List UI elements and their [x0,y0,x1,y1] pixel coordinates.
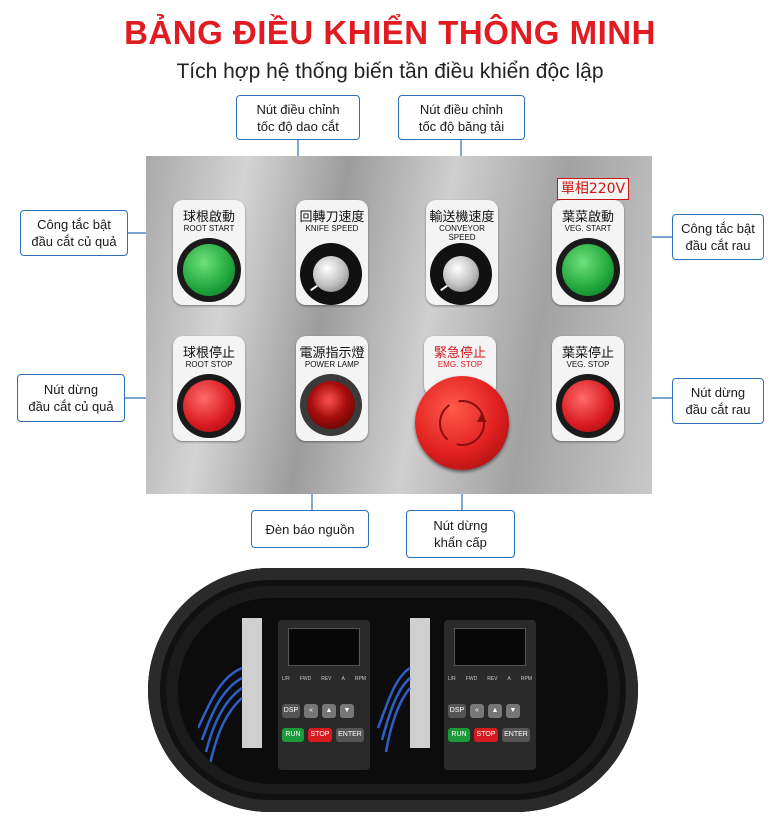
inverter-left: L/R FWD REV A RPM DSP « ▲ ▼ RUN STOP ENT… [278,620,370,770]
veg-stop-label-en: VEG. STOP [566,360,610,369]
callout-veg-stop-text: Nút dừng đầu cắt rau [685,385,751,417]
run-key[interactable]: RUN [282,728,304,742]
led-label: RPM [520,676,532,682]
callout-root-stop: Nút dừng đầu cắt củ quả [17,374,125,422]
up-key-icon[interactable]: ▲ [322,704,336,718]
veg-start-label-en: VEG. START [564,224,612,233]
knife-speed-knob[interactable] [300,243,362,305]
emg-stop-label-en: EMG. STOP [437,360,483,369]
root-stop-label-en: ROOT STOP [185,360,233,369]
run-key[interactable]: RUN [448,728,470,742]
root-stop-label-zh: 球根停止 [182,346,235,361]
led-label: REV [487,676,498,682]
inverter-right-display [454,628,526,666]
stop-key[interactable]: STOP [308,728,332,742]
stop-key[interactable]: STOP [474,728,498,742]
callout-knife-speed: Nút điều chỉnh tốc độ dao cắt [236,95,360,140]
callout-emg-stop-text: Nút dừng khẩn cấp [433,518,488,550]
inverter-right: L/R FWD REV A RPM DSP « ▲ ▼ RUN STOP ENT… [444,620,536,770]
back-key-icon[interactable]: « [304,704,318,718]
page-subtitle: Tích hợp hệ thống biến tần điều khiển độ… [176,60,604,83]
callout-veg-start: Công tắc bật đầu cắt rau [672,214,764,260]
inverter-right-leds: L/R FWD REV A RPM [448,676,532,682]
led-label: REV [321,676,332,682]
root-stop-button[interactable] [177,374,241,438]
down-key-icon[interactable]: ▼ [506,704,520,718]
wiring-right [376,666,411,753]
conveyor-speed-label-en: CONVEYOR SPEED [439,224,485,242]
callout-veg-stop: Nút dừng đầu cắt rau [672,378,764,424]
veg-stop-label-zh: 葉菜停止 [561,346,614,361]
dsp-key[interactable]: DSP [282,704,300,718]
inverter-window: L/R FWD REV A RPM DSP « ▲ ▼ RUN STOP ENT… [178,598,608,784]
emg-stop-label-zh: 緊急停止 [433,346,486,361]
led-label: FWD [465,676,478,682]
terminal-strip-right [410,618,430,748]
conveyor-speed-label-zh: 輸送機速度 [429,210,495,225]
rotate-arrow-icon [439,400,487,446]
callout-power-lamp: Đèn báo nguồn [251,510,369,548]
callout-root-stop-text: Nút dừng đầu cắt củ quả [28,382,114,414]
veg-stop-button[interactable] [556,374,620,438]
led-label: RPM [354,676,366,682]
inverter-left-leds: L/R FWD REV A RPM [282,676,366,682]
callout-power-lamp-text: Đèn báo nguồn [265,521,355,537]
callout-veg-start-text: Công tắc bật đầu cắt rau [681,221,755,253]
led-label: A [341,676,345,682]
terminal-strip-left [242,618,262,748]
veg-start-button[interactable] [556,238,620,302]
wiring-left [198,666,243,765]
back-key-icon[interactable]: « [470,704,484,718]
down-key-icon[interactable]: ▼ [340,704,354,718]
inverter-left-display [288,628,360,666]
root-start-button[interactable] [177,238,241,302]
power-lamp-indicator [300,374,362,436]
up-key-icon[interactable]: ▲ [488,704,502,718]
led-label: A [507,676,511,682]
power-lamp-label-en: POWER LAMP [304,360,360,369]
led-label: L/R [282,676,290,682]
led-label: FWD [299,676,312,682]
veg-start-label-zh: 葉菜啟動 [561,210,614,225]
power-lamp-label-zh: 電源指示燈 [299,346,365,361]
callout-conveyor-speed: Nút điều chỉnh tốc độ băng tải [398,95,525,140]
led-label: L/R [448,676,456,682]
conveyor-speed-knob[interactable] [430,243,492,305]
enter-key[interactable]: ENTER [336,728,364,742]
callout-conveyor-speed-text: Nút điều chỉnh tốc độ băng tải [418,101,505,134]
emergency-stop-button[interactable] [415,376,509,470]
knife-speed-label-en: KNIFE SPEED [305,224,359,233]
callout-emg-stop: Nút dừng khẩn cấp [406,510,515,558]
callout-root-start-text: Công tắc bật đầu cắt củ quả [31,217,117,249]
callout-knife-speed-text: Nút điều chỉnh tốc độ dao cắt [256,101,340,134]
voltage-label: 單相220V [557,178,629,200]
page-title: BẢNG ĐIỀU KHIỂN THÔNG MINH [124,14,656,51]
callout-root-start: Công tắc bật đầu cắt củ quả [20,210,128,256]
knife-speed-label-zh: 回轉刀速度 [299,210,365,225]
root-start-label-en: ROOT START [183,224,235,233]
root-start-label-zh: 球根啟動 [182,210,235,225]
enter-key[interactable]: ENTER [502,728,530,742]
dsp-key[interactable]: DSP [448,704,466,718]
